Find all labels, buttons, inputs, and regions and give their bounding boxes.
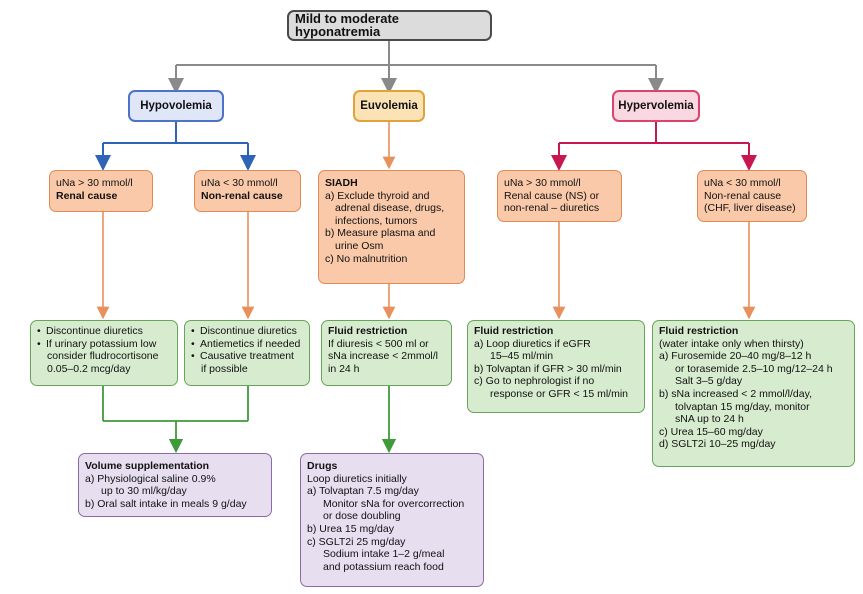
category-hypervolemia-label: Hypervolemia xyxy=(618,99,694,112)
green5-sub: (water intake only when thirsty) xyxy=(659,337,804,350)
volume-a2: up to 30 ml/kg/day xyxy=(101,485,187,498)
green1-b1: Discontinue diuretics xyxy=(46,325,143,337)
green4-a2: 15–45 ml/min xyxy=(490,350,554,363)
green2-b3a: Causative treatment xyxy=(200,350,294,363)
hypervolemia-nonrenal-examples: (CHF, liver disease) xyxy=(704,202,796,215)
category-hypovolemia: Hypovolemia xyxy=(128,90,224,122)
green1-b2a: If urinary potassium low xyxy=(46,337,157,350)
siadh-heading: SIADH xyxy=(325,177,358,189)
drugs-b: b) Urea 15 mg/day xyxy=(307,522,394,535)
hypovolemia-renal-una: uNa > 30 mmol/l xyxy=(56,177,133,189)
siadh-b2: urine Osm xyxy=(335,239,384,252)
green5-a1: a) Furosemide 20–40 mg/8–12 h xyxy=(659,350,812,363)
volume-a1: a) Physiological saline 0.9% xyxy=(85,472,216,485)
category-euvolemia-label: Euvolemia xyxy=(360,99,418,112)
hypervolemia-nonrenal-fluid-restriction: Fluid restriction (water intake only whe… xyxy=(652,320,855,467)
hypervolemia-nonrenal-cause: Non-renal cause xyxy=(704,189,782,202)
hypervolemia-nonrenal-box: uNa < 30 mmol/l Non-renal cause (CHF, li… xyxy=(697,170,807,222)
hypovolemia-renal-cause: Renal cause xyxy=(56,189,118,202)
list-item: •Discontinue diuretics xyxy=(37,325,143,337)
siadh-a1: a) Exclude thyroid and xyxy=(325,189,430,202)
hypovolemia-renal-box: uNa > 30 mmol/l Renal cause xyxy=(49,170,153,212)
category-euvolemia: Euvolemia xyxy=(353,90,425,122)
green5-b2: tolvaptan 15 mg/day, monitor xyxy=(675,400,810,413)
list-item: •Discontinue diuretics xyxy=(191,325,297,337)
volume-heading: Volume supplementation xyxy=(85,460,210,472)
green3-l2: sNa increase < 2mmol/l xyxy=(328,350,438,363)
siadh-c: c) No malnutrition xyxy=(325,252,408,265)
green4-c2: response or GFR < 15 ml/min xyxy=(490,387,629,400)
siadh-b1: b) Measure plasma and xyxy=(325,227,436,240)
category-hypovolemia-label: Hypovolemia xyxy=(140,99,212,112)
hypervolemia-renal-box: uNa > 30 mmol/l Renal cause (NS) or non-… xyxy=(497,170,622,222)
green5-heading: Fluid restriction xyxy=(659,325,739,337)
drugs-a3: or dose doubling xyxy=(323,510,401,523)
hypovolemia-nonrenal-treatment: •Discontinue diuretics •Antiemetics if n… xyxy=(184,320,310,386)
siadh-a3: infections, tumors xyxy=(335,214,418,227)
hypervolemia-renal-diuretics: non-renal – diuretics xyxy=(504,202,600,215)
volume-supplementation-box: Volume supplementation a) Physiological … xyxy=(78,453,272,517)
drugs-c2: Sodium intake 1–2 g/meal xyxy=(323,548,445,561)
hypovolemia-nonrenal-una: uNa < 30 mmol/l xyxy=(201,177,278,189)
drugs-intro: Loop diuretics initially xyxy=(307,472,407,485)
green5-a2: or torasemide 2.5–10 mg/12–24 h xyxy=(675,362,833,375)
green3-l1: If diuresis < 500 ml or xyxy=(328,337,429,350)
green4-heading: Fluid restriction xyxy=(474,325,554,337)
green2-b1: Discontinue diuretics xyxy=(200,325,297,337)
green5-b3: sNA up to 24 h xyxy=(675,413,744,426)
green3-l3: in 24 h xyxy=(328,362,360,375)
hypovolemia-nonrenal-cause: Non-renal cause xyxy=(201,189,283,202)
green4-c1: c) Go to nephrologist if no xyxy=(474,375,595,388)
siadh-a2: adrenal disease, drugs, xyxy=(335,202,445,215)
green4-b: b) Tolvaptan if GFR > 30 ml/min xyxy=(474,362,622,375)
green5-d: d) SGLT2i 10–25 mg/day xyxy=(659,438,776,451)
hypervolemia-renal-cause: Renal cause (NS) or xyxy=(504,189,600,202)
euvolemia-fluid-restriction: Fluid restriction If diuresis < 500 ml o… xyxy=(321,320,452,386)
hypovolemia-nonrenal-box: uNa < 30 mmol/l Non-renal cause xyxy=(194,170,301,212)
drugs-a1: a) Tolvaptan 7.5 mg/day xyxy=(307,485,419,498)
list-item: •Antiemetics if needed xyxy=(191,337,301,350)
green2-b2: Antiemetics if needed xyxy=(200,337,301,350)
green4-a1: a) Loop diuretics if eGFR xyxy=(474,337,591,350)
volume-b: b) Oral salt intake in meals 9 g/day xyxy=(85,497,247,510)
hypervolemia-renal-una: uNa > 30 mmol/l xyxy=(504,177,581,189)
list-item: •Causative treatment xyxy=(191,350,294,363)
diagram-title: Mild to moderate hyponatremia xyxy=(287,10,492,41)
hypovolemia-renal-treatment: •Discontinue diuretics •If urinary potas… xyxy=(30,320,178,386)
drugs-c1: c) SGLT2i 25 mg/day xyxy=(307,535,406,548)
green5-b1: b) sNa increased < 2 mmol/l/day, xyxy=(659,387,812,400)
drugs-heading: Drugs xyxy=(307,460,338,472)
diagram-title-text: Mild to moderate hyponatremia xyxy=(295,10,400,39)
green5-a3: Salt 3–5 g/day xyxy=(675,375,743,388)
hypervolemia-renal-fluid-restriction: Fluid restriction a) Loop diuretics if e… xyxy=(467,320,645,413)
green1-b2c: 0.05–0.2 mcg/day xyxy=(47,362,131,375)
category-hypervolemia: Hypervolemia xyxy=(612,90,700,122)
green1-b2b: consider fludrocortisone xyxy=(47,350,159,363)
drugs-box: Drugs Loop diuretics initially a) Tolvap… xyxy=(300,453,484,587)
green3-heading: Fluid restriction xyxy=(328,325,408,337)
drugs-a2: Monitor sNa for overcorrection xyxy=(323,497,465,510)
siadh-box: SIADH a) Exclude thyroid and adrenal dis… xyxy=(318,170,465,284)
list-item: •If urinary potassium low xyxy=(37,337,157,350)
green2-b3b: if possible xyxy=(201,362,248,375)
hypervolemia-nonrenal-una: uNa < 30 mmol/l xyxy=(704,177,781,189)
green5-c: c) Urea 15–60 mg/day xyxy=(659,425,763,438)
drugs-c3: and potassium reach food xyxy=(323,560,444,573)
